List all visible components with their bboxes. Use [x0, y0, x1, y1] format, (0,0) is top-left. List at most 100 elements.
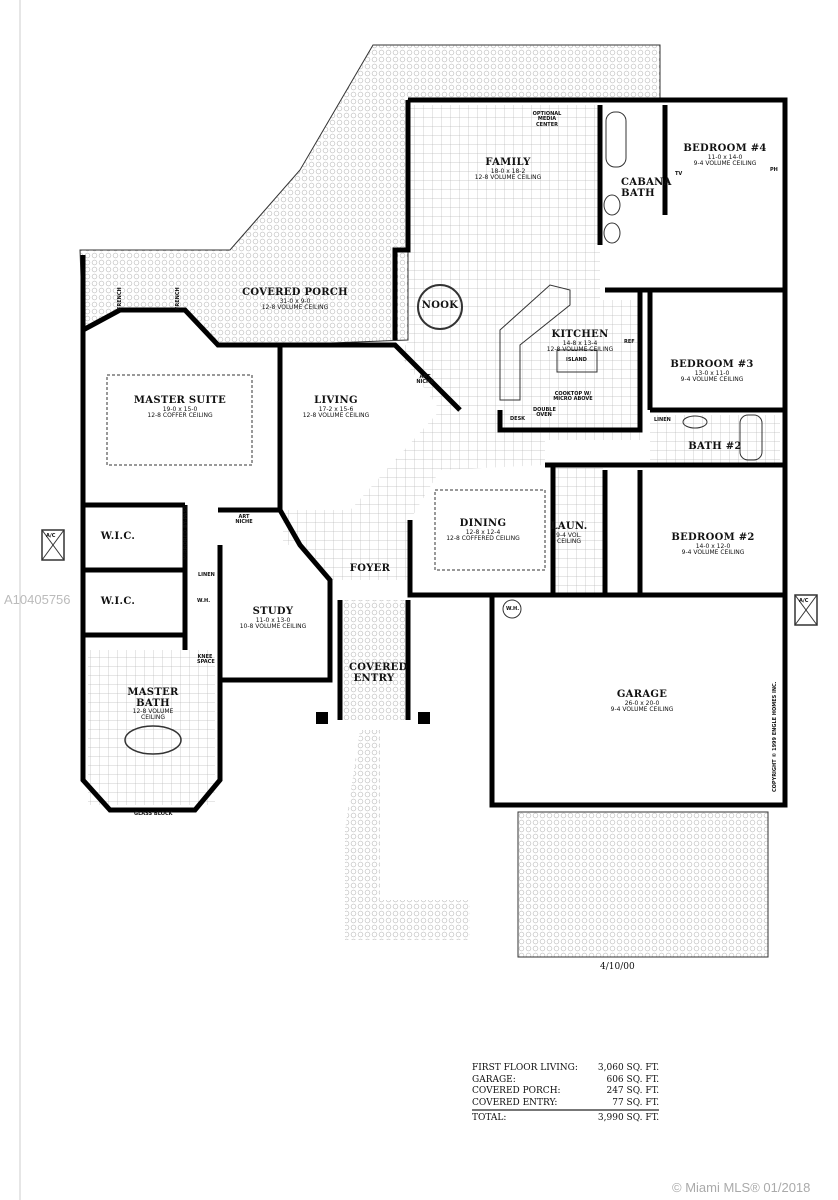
- entry-pavers: [343, 600, 405, 720]
- family-tile-floor: [283, 105, 640, 580]
- label-copyright: COPYRIGHT © 1999 ENGLE HOMES INC.: [772, 681, 778, 792]
- room-name: W.I.C.: [100, 531, 136, 542]
- ac-unit-left: [41, 529, 65, 561]
- area-value: 606 SQ. FT.: [606, 1074, 660, 1085]
- room-ceiling: 12-8 VOLUME CEILING: [474, 173, 542, 181]
- room-wic-1: W.I.C.: [100, 531, 136, 543]
- room-dims: 14-0 x 12-0: [695, 542, 731, 550]
- room-ceiling: 9-4 VOLUME CEILING: [610, 705, 674, 713]
- room-dims: 11-0 x 14-0: [707, 153, 743, 161]
- room-name: BEDROOM #2: [671, 532, 755, 543]
- room-bath-2: BATH #2: [688, 441, 741, 453]
- entry-column-right: [418, 712, 430, 724]
- room-name: W.I.C.: [100, 596, 136, 607]
- label-desk: DESK: [510, 416, 526, 422]
- bathtub: [124, 725, 182, 755]
- room-foyer: FOYER: [349, 563, 391, 575]
- area-total-row: TOTAL:3,990 SQ. FT.: [472, 1109, 660, 1125]
- room-name: FOYER: [349, 563, 391, 574]
- area-total-label: TOTAL:: [472, 1109, 578, 1125]
- room-ceiling: 12-8 COFFERED CEILING: [446, 534, 520, 542]
- room-covered-entry: COVERED ENTRY: [349, 662, 408, 684]
- room-name: MASTER BATH: [127, 687, 179, 709]
- kitchen-island: [556, 349, 598, 373]
- label-cooktop: COOKTOP W/ MICRO ABOVE: [553, 391, 593, 403]
- room-ceiling: 9-4 VOLUME CEILING: [680, 375, 744, 383]
- room-ceiling: 12-8 VOLUME CEILING: [546, 345, 614, 353]
- label-linen-master: LINEN: [198, 572, 215, 578]
- laundry-tile: [553, 468, 603, 593]
- room-ceiling: 12-8 COFFER CEILING: [147, 411, 213, 419]
- area-value: 77 SQ. FT.: [612, 1097, 660, 1108]
- room-name: BEDROOM #3: [670, 359, 754, 370]
- room-ceiling: CEILING: [557, 537, 581, 545]
- room-dims: 13-0 x 11-0: [694, 369, 730, 377]
- room-dims: 9-4 VOL.: [556, 531, 582, 539]
- room-name: LIVING: [314, 395, 358, 406]
- room-ceiling: 12-8 VOLUME CEILING: [302, 411, 370, 419]
- nook-table: [417, 284, 463, 330]
- area-value: 3,060 SQ. FT.: [597, 1063, 660, 1073]
- room-dims: 12-8 x 12-4: [465, 528, 501, 536]
- room-ceiling: 10-8 VOLUME CEILING: [239, 622, 307, 630]
- area-label: FIRST FLOOR LIVING:: [472, 1063, 578, 1073]
- label-french-right: FRENCH: [175, 287, 181, 310]
- watermark-listing-id: A10405756: [4, 592, 71, 607]
- room-dims: 31-0 x 9-0: [279, 297, 311, 305]
- area-row: GARAGE:606 SQ. FT.: [472, 1075, 659, 1087]
- label-tv: TV: [675, 171, 683, 177]
- room-name: NOOK: [421, 300, 459, 311]
- area-summary-table: FIRST FLOOR LIVING: 3,060 SQ. FT. GARAGE:…: [472, 1063, 660, 1125]
- label-wh-garage: W.H.: [506, 606, 520, 612]
- room-dims: 17-2 x 15-6: [318, 405, 354, 413]
- fixtures-outlines: [41, 111, 818, 755]
- walls: [80, 97, 788, 813]
- label-glass-block: GLASS BLOCK: [134, 811, 173, 817]
- room-name: MASTER SUITE: [133, 395, 227, 406]
- label-art-niche-living: ART NICHE: [416, 374, 434, 386]
- room-ceiling: 12-8 VOLUME CEILING: [261, 303, 329, 311]
- watermark-copyright: © Miami MLS® 01/2018: [672, 1180, 811, 1195]
- room-name: COVERED PORCH: [242, 287, 348, 298]
- room-name: COVERED ENTRY: [349, 662, 408, 684]
- room-dims: 26-0 x 20-0: [624, 699, 660, 707]
- room-name: GARAGE: [616, 689, 668, 700]
- room-name: STUDY: [252, 606, 294, 617]
- label-mirrored-bypass: MIRRORED BY-PASS: [183, 505, 189, 561]
- area-label: COVERED ENTRY:: [472, 1097, 558, 1108]
- label-knee-space: KNEE SPACE: [197, 654, 215, 666]
- room-cabana-bath: CABANA BATH: [621, 177, 671, 199]
- label-media-center: OPTIONAL MEDIA CENTER: [532, 111, 562, 128]
- room-dims: 18-0 x 18-2: [490, 167, 526, 175]
- room-ceiling: 9-4 VOLUME CEILING: [693, 159, 757, 167]
- entry-column-left: [316, 712, 328, 724]
- area-label: COVERED PORCH:: [472, 1086, 561, 1096]
- bath2-tile: [650, 415, 780, 465]
- room-ceiling: 12-8 VOLUME CEILING: [132, 708, 174, 722]
- room-ceiling: 9-4 VOLUME CEILING: [681, 548, 745, 556]
- label-art-niche-hall: ART NICHE: [235, 514, 253, 526]
- room-name: KITCHEN: [551, 329, 609, 340]
- area-row: COVERED ENTRY: 77 SQ. FT.: [472, 1098, 659, 1111]
- area-row: FIRST FLOOR LIVING: 3,060 SQ. FT.: [472, 1063, 659, 1075]
- room-name: DINING: [459, 518, 507, 529]
- room-name: FAMILY: [485, 157, 531, 168]
- room-name: LAUN.: [550, 521, 588, 532]
- room-wic-2: W.I.C.: [100, 596, 136, 608]
- walkway-pavers: [345, 730, 470, 940]
- label-french-left: FRENCH: [117, 287, 123, 310]
- area-total-value: 3,990 SQ. FT.: [577, 1109, 660, 1125]
- room-dims: 19-0 x 15-0: [162, 405, 198, 413]
- area-row: COVERED PORCH:247 SQ. FT.: [472, 1086, 659, 1098]
